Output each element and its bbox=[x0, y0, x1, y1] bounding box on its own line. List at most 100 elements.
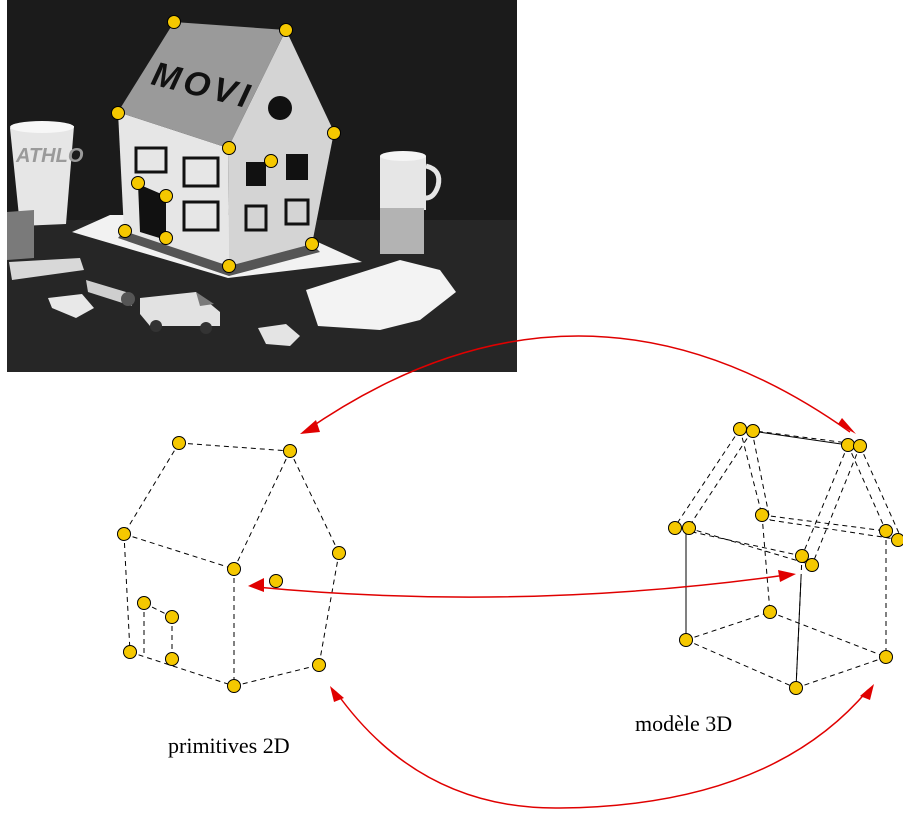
keypoint bbox=[111, 106, 125, 120]
small-card-left bbox=[48, 294, 94, 318]
photo-keypoints bbox=[111, 15, 341, 273]
keypoint bbox=[165, 652, 179, 666]
dashed-edge bbox=[318, 552, 340, 666]
dashed-edge bbox=[123, 533, 235, 570]
dashed-edge bbox=[233, 664, 320, 687]
dashed-edge bbox=[811, 445, 861, 566]
arrowhead bbox=[248, 578, 264, 592]
arrowhead bbox=[838, 418, 856, 434]
wooden-block bbox=[380, 208, 424, 254]
keypoint bbox=[279, 23, 293, 37]
arrowhead bbox=[778, 570, 796, 582]
keypoint bbox=[227, 562, 241, 576]
paper-cup: ATHLO bbox=[10, 121, 84, 226]
keypoint bbox=[327, 126, 341, 140]
dashed-edge bbox=[769, 519, 903, 541]
model-3d-keypoints bbox=[668, 422, 903, 695]
arrowhead bbox=[860, 684, 874, 700]
keypoint bbox=[763, 605, 777, 619]
dashed-edge bbox=[685, 639, 797, 689]
keypoint bbox=[879, 650, 893, 664]
cup-logo: ATHLO bbox=[15, 145, 84, 167]
keypoint bbox=[305, 237, 319, 251]
keypoint bbox=[283, 444, 297, 458]
dashed-edge bbox=[178, 442, 291, 452]
house-roof bbox=[118, 22, 286, 148]
keypoint bbox=[679, 633, 693, 647]
small-box bbox=[7, 210, 34, 260]
dashed-edge bbox=[289, 450, 340, 554]
dashed-edge bbox=[859, 445, 903, 541]
model-3d-drawing bbox=[673, 428, 903, 689]
paint-tube bbox=[9, 258, 84, 280]
keypoint bbox=[746, 424, 760, 438]
primitives-2d-drawing bbox=[123, 442, 340, 687]
keypoint bbox=[795, 549, 809, 563]
keypoint bbox=[165, 610, 179, 624]
dashed-edge bbox=[761, 514, 771, 613]
solid-edge bbox=[751, 430, 849, 446]
keypoint bbox=[805, 558, 819, 572]
dashed-edge bbox=[673, 527, 803, 557]
keypoint bbox=[131, 176, 145, 190]
dashed-edge bbox=[761, 514, 887, 532]
keypoint bbox=[159, 231, 173, 245]
dashed-edge bbox=[847, 444, 887, 532]
dashed-edge bbox=[795, 555, 803, 689]
dashed-edge bbox=[129, 651, 235, 687]
dashed-edge bbox=[685, 611, 771, 641]
keypoint bbox=[269, 574, 283, 588]
toy-van bbox=[140, 292, 220, 334]
dashed-edge bbox=[673, 428, 741, 529]
toy-house: MOVI bbox=[118, 22, 334, 276]
keypoint bbox=[853, 439, 867, 453]
keypoint bbox=[682, 521, 696, 535]
arrow-top-arc bbox=[303, 335, 851, 433]
dashed-edge bbox=[739, 428, 763, 516]
arrowheads bbox=[248, 418, 874, 702]
primitives-2d-keypoints bbox=[117, 436, 346, 693]
keypoint bbox=[789, 681, 803, 695]
keypoint bbox=[755, 508, 769, 522]
dashed-edge bbox=[795, 656, 887, 689]
dashed-edge bbox=[687, 527, 813, 566]
dashed-edge bbox=[123, 533, 131, 653]
keypoint bbox=[879, 524, 893, 538]
house-door bbox=[138, 184, 166, 240]
keypoint bbox=[227, 679, 241, 693]
dashed-edge bbox=[801, 444, 849, 557]
keypoint bbox=[891, 533, 903, 547]
keypoint bbox=[137, 596, 151, 610]
keypoint bbox=[117, 527, 131, 541]
dashed-edge bbox=[123, 442, 180, 535]
house-photo: ATHLO bbox=[7, 0, 517, 372]
keypoint bbox=[312, 658, 326, 672]
dashed-edge bbox=[751, 430, 771, 521]
keypoint bbox=[733, 422, 747, 436]
correspondence-arrows bbox=[255, 335, 869, 809]
keypoint bbox=[123, 645, 137, 659]
dashed-edge bbox=[769, 611, 887, 658]
caption-model-3d: modèle 3D bbox=[635, 711, 733, 736]
coffee-mug bbox=[380, 151, 442, 210]
keypoint bbox=[159, 189, 173, 203]
small-card-bottom bbox=[258, 324, 300, 346]
keypoint bbox=[118, 224, 132, 238]
caption-primitives-2d: primitives 2D bbox=[168, 733, 290, 758]
keypoint bbox=[222, 141, 236, 155]
keypoint bbox=[222, 259, 236, 273]
dashed-edge bbox=[233, 450, 291, 570]
arrow-bottom-arc bbox=[335, 689, 869, 809]
large-white-card bbox=[306, 260, 456, 330]
keypoint bbox=[264, 154, 278, 168]
arrowhead bbox=[330, 686, 344, 702]
keypoint bbox=[841, 438, 855, 452]
keypoint bbox=[172, 436, 186, 450]
small-tube bbox=[86, 280, 132, 306]
keypoint bbox=[167, 15, 181, 29]
keypoint bbox=[668, 521, 682, 535]
arrow-middle bbox=[255, 574, 787, 598]
arrowhead bbox=[300, 420, 320, 434]
keypoint bbox=[332, 546, 346, 560]
